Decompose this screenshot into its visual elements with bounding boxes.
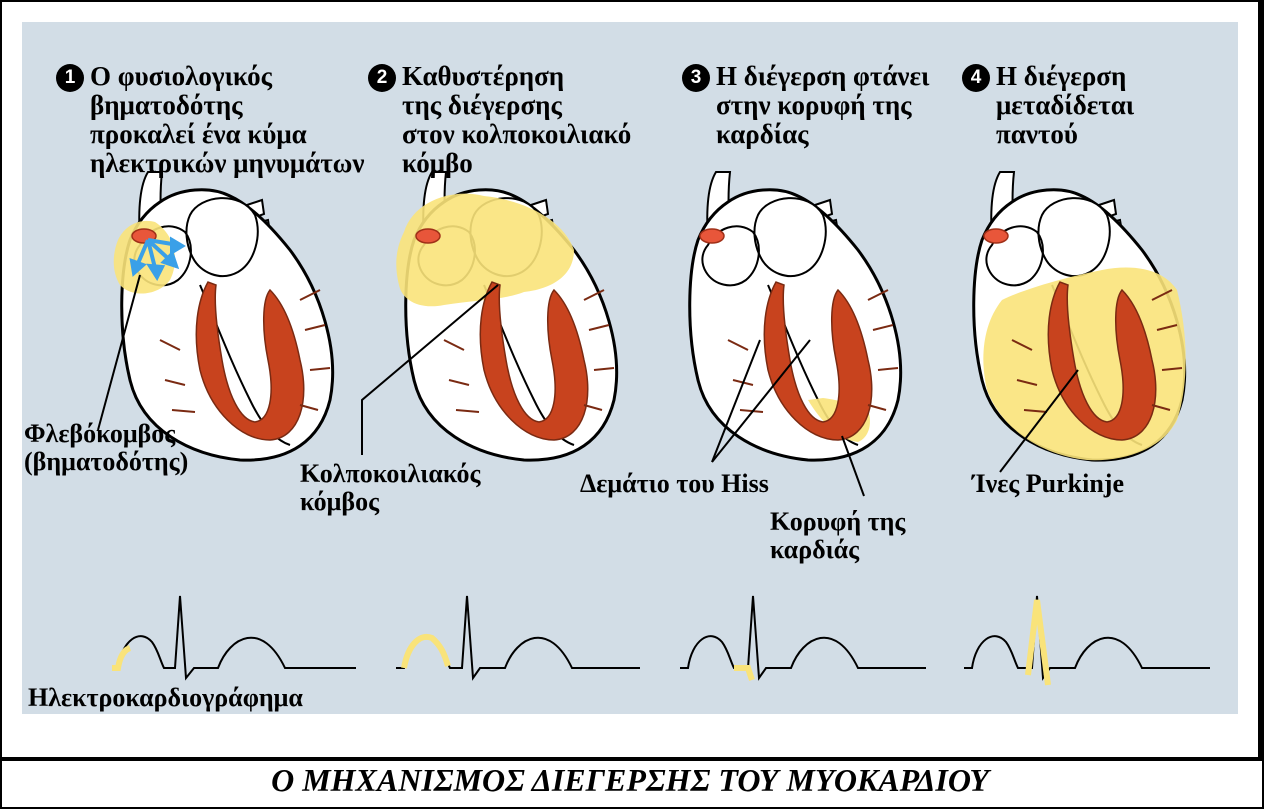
step-2-number: 2 <box>368 64 396 92</box>
ecg-1 <box>112 596 356 678</box>
step-4-text: Η διέγερση μεταδίδεται παντού <box>996 62 1134 149</box>
heart-1 <box>114 172 333 460</box>
heart-4 <box>974 172 1186 460</box>
step-2-text: Καθυστέρηση της διέγερσης στον κολποκοιλ… <box>402 62 631 178</box>
ecg-traces <box>112 596 1210 685</box>
label-purkinje: Ίνες Purkinje <box>972 470 1124 498</box>
label-sa-node: Φλεβόκομβος (βηματοδότης) <box>24 420 188 476</box>
step-3-number: 3 <box>682 64 710 92</box>
ecg-4 <box>964 596 1210 685</box>
step-1-text: Ο φυσιολογικός βηματοδότης προκαλεί ένα … <box>90 62 364 178</box>
step-4-number: 4 <box>962 64 990 92</box>
figure-caption: Ο ΜΗΧΑΝΙΣΜΟΣ ΔΙΕΓΕΡΣΗΣ ΤΟΥ ΜΥΟΚΑΡΔΙΟΥ <box>0 758 1260 802</box>
heart-3 <box>690 172 901 460</box>
step-1-number: 1 <box>56 64 84 92</box>
ecg-3 <box>680 596 926 680</box>
label-apex: Κορυφή της καρδιάς <box>770 508 905 564</box>
heart-2 <box>396 172 616 460</box>
label-bundle-of-his: Δεμάτιο του Hiss <box>580 470 769 498</box>
ecg-2 <box>396 596 640 678</box>
step-3-text: Η διέγερση φτάνει στην κορυφή της καρδία… <box>716 62 929 149</box>
label-av-node: Κολποκοιλιακός κόμβος <box>300 460 481 516</box>
label-ecg: Ηλεκτροκαρδιογράφημα <box>28 684 303 712</box>
